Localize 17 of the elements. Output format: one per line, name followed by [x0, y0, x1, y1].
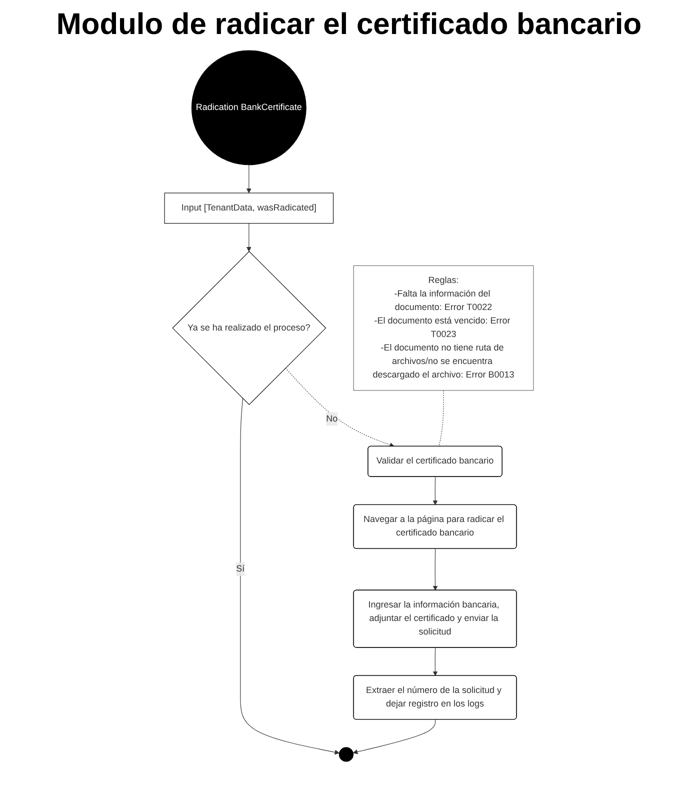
arrow [432, 647, 438, 676]
node-box: Input [TenantData, wasRadicated] [164, 192, 334, 224]
arrow [285, 368, 394, 448]
node-diamond: Ya se ha realizado el proceso? [172, 251, 326, 405]
arrow [352, 719, 436, 754]
node-circle [338, 747, 354, 762]
arrow [246, 164, 252, 194]
edge-label: No [326, 414, 338, 424]
node-circle: Radication BankCertificate [191, 50, 306, 166]
arrow [240, 398, 340, 755]
arrow [432, 548, 438, 591]
edge-label: Sí [236, 564, 245, 574]
connector [438, 390, 444, 447]
node-box: Reglas: -Falta la información del documento: Error T0022 -El documento está vencido: Error T0023 -El documento no tiene ruta de archivos/no se encuentra descargado el archivo: Error B0013 [353, 265, 534, 391]
arrow [432, 476, 438, 506]
diagram-title: Modulo de radicar el certificado bancario [55, 8, 643, 42]
arrow [246, 223, 252, 252]
